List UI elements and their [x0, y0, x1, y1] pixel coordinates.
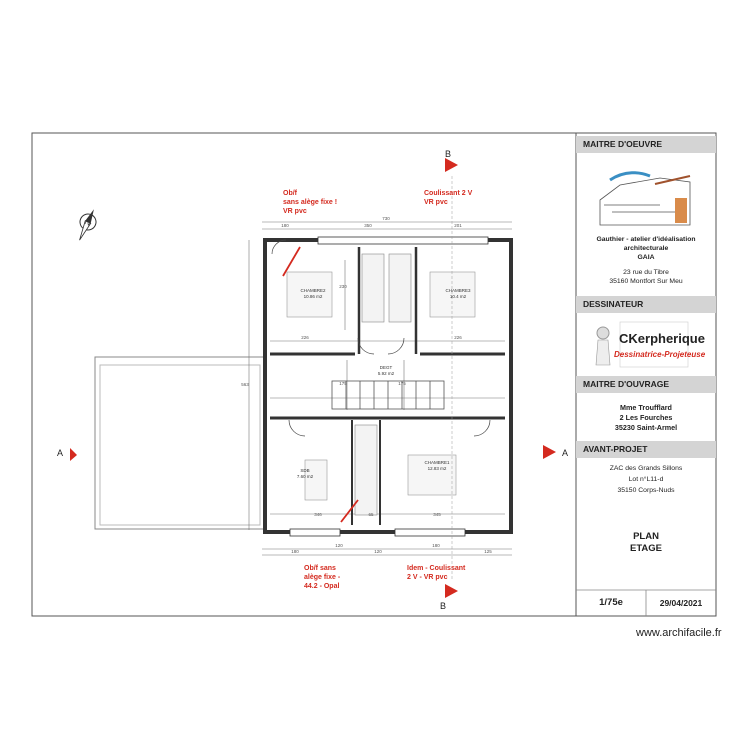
room-degt-area: 5.92 m2	[378, 371, 395, 376]
dim-bottom-inner-2: 65	[368, 512, 374, 517]
room-sdb-name: SDB	[300, 468, 309, 473]
furniture	[286, 271, 476, 501]
annotation-top-mid-2: VR pvc	[424, 199, 448, 206]
architect-sketch	[599, 171, 691, 226]
sheet-frame	[31, 132, 717, 617]
dim-bottom-seg-1: 180	[291, 549, 299, 554]
dim-mid-h-1: 226	[301, 335, 309, 340]
mo-line-1: Mme Troufflard	[620, 403, 672, 412]
plan-title-2: ETAGE	[629, 543, 663, 554]
mo-header: MAITRE D'OUVRAGE	[576, 376, 716, 393]
dessinateur-header: DESSINATEUR	[576, 296, 716, 313]
section-marker-bottom	[445, 584, 458, 598]
room-chambre3-name: CHAMBRE3	[445, 288, 471, 293]
dim-left: 563	[241, 382, 249, 387]
mo-line-3: 35230 Saint-Armel	[614, 423, 678, 432]
website-watermark: www.archifacile.fr	[636, 627, 722, 639]
dim-mid-v-3: 230	[339, 284, 347, 289]
dim-bottom-seg-5: 125	[484, 549, 492, 554]
doors	[271, 239, 491, 437]
dim-bottom-seg-3: 120	[374, 549, 382, 554]
dim-top-seg-1: 180	[281, 223, 289, 228]
moe-line-3: GAIA	[637, 254, 655, 261]
ap-header: AVANT-PROJET	[576, 441, 716, 458]
plan-title-1: PLAN	[633, 531, 659, 542]
annotation-bottom-left-2: alège fixe -	[304, 574, 341, 581]
annotation-bottom-mid-1: Idem - Coulissant	[407, 565, 466, 572]
section-marker-right	[543, 445, 556, 459]
section-marker-left	[70, 448, 77, 461]
moe-header: MAITRE D'OEUVRE	[576, 136, 716, 153]
dim-top-seg-3: 201	[454, 223, 462, 228]
annotation-bottom-left-1: Ob/f sans	[304, 565, 336, 572]
moe-address: 23 rue du Tibre 35160 Montfort Sur Meu	[576, 268, 716, 286]
dim-bottom-inner-3: 345	[433, 512, 441, 517]
logo-line2: Dessinatrice-Projeteuse	[614, 350, 706, 359]
moe-block: Gauthier - atelier d'idéalisation archit…	[576, 235, 716, 262]
moe-address-2: 35160 Montfort Sur Meu	[609, 278, 683, 285]
annotation-top-left-2: sans alège fixe !	[283, 199, 337, 206]
terrace-inner	[99, 364, 261, 526]
north-arrow-icon: N	[79, 209, 97, 241]
room-chambre1-area: 12.83 m2	[428, 466, 447, 471]
window-marks	[282, 246, 359, 523]
mo-line-2: 2 Les Fourches	[619, 413, 673, 422]
dim-top-seg-2: 350	[364, 223, 372, 228]
dim-bottom-inner-1: 346	[314, 512, 322, 517]
ap-line-2: Lot n°L11-d	[628, 476, 664, 483]
svg-text:N: N	[83, 217, 92, 228]
room-chambre2-area: 10.86 m2	[304, 294, 323, 299]
room-degt-name: DEGT	[380, 365, 393, 370]
cartouche-lines	[576, 589, 716, 616]
annotation-bottom-mid-2: 2 V - VR pvc	[407, 574, 448, 581]
closets	[354, 253, 412, 516]
annotation-top-left-3: VR pvc	[283, 208, 307, 215]
ap-line-3: 35150 Corps-Nuds	[617, 487, 675, 494]
annotation-top-mid-1: Coulissant 2 V	[424, 190, 473, 197]
dim-mid-h-2: 226	[454, 335, 462, 340]
section-label-top: B	[445, 149, 451, 159]
dessinateur-logo: CKerpherique Dessinatrice-Projeteuse	[595, 321, 706, 368]
staircase	[331, 380, 445, 410]
dim-top-total: 730	[382, 216, 390, 221]
room-chambre1-name: CHAMBRE1	[424, 460, 450, 465]
section-label-left: A	[57, 448, 63, 458]
ap-line-1: ZAC des Grands Sillons	[609, 465, 683, 472]
mo-block: Mme Troufflard 2 Les Fourches 35230 Sain…	[576, 403, 716, 433]
section-label-bottom: B	[440, 601, 446, 611]
moe-line-2: architecturale	[623, 245, 669, 252]
dim-bottom-seg-4: 180	[432, 543, 440, 548]
room-sdb-area: 7.60 m2	[297, 474, 314, 479]
dimension-lines	[248, 221, 512, 556]
section-label-right: A	[562, 448, 568, 458]
room-chambre3-area: 10.4 m2	[450, 294, 467, 299]
dim-bottom-seg-2: 120	[335, 543, 343, 548]
room-chambre2-name: CHAMBRE2	[300, 288, 326, 293]
dim-mid-v-1: 175	[339, 381, 347, 386]
date-label: 29/04/2021	[659, 598, 703, 608]
annotation-top-left-1: Ob/f	[283, 190, 298, 197]
plan-title: PLAN ETAGE	[576, 531, 716, 555]
windows	[289, 236, 489, 537]
ap-block: ZAC des Grands Sillons Lot n°L11-d 35150…	[576, 463, 716, 496]
section-marker-top	[445, 158, 458, 172]
scale-label: 1/75e	[599, 597, 623, 608]
logo-line1: CKerpherique	[619, 331, 705, 346]
annotation-bottom-left-3: 44.2 - Opal	[304, 583, 339, 590]
dim-mid-v-2: 175	[398, 381, 406, 386]
moe-address-1: 23 rue du Tibre	[623, 269, 669, 276]
moe-line-1: Gauthier - atelier d'idéalisation	[596, 236, 696, 243]
